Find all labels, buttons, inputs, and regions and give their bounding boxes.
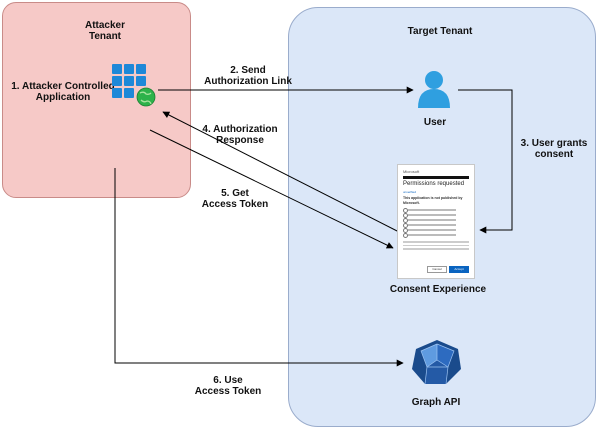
user-icon bbox=[418, 71, 450, 108]
user-label: User bbox=[423, 117, 447, 128]
step-5-label: 5. Get Access Token bbox=[201, 188, 269, 210]
consent-label: Consent Experience bbox=[389, 284, 487, 295]
step-4-label: 4. Authorization Response bbox=[202, 124, 278, 146]
consent-dialog: Microsoft Permissions requested unverifi… bbox=[397, 164, 475, 279]
arrow-step-5 bbox=[149, 129, 394, 249]
target-tenant-label: Target Tenant bbox=[407, 26, 473, 37]
consent-account: unverified bbox=[403, 190, 417, 194]
permission-line bbox=[403, 223, 456, 228]
consent-paragraph-line bbox=[403, 241, 469, 243]
step-3-label: 3. User grants consent bbox=[520, 138, 588, 160]
permission-line bbox=[403, 218, 456, 223]
globe-icon bbox=[136, 87, 156, 107]
app-label: 1. Attacker Controlled Application bbox=[11, 81, 115, 103]
graph-api-label: Graph API bbox=[411, 397, 461, 408]
consent-title: Permissions requested bbox=[403, 181, 465, 187]
consent-brand: Microsoft bbox=[403, 169, 420, 174]
permission-line bbox=[403, 233, 456, 238]
step-6-label: 6. Use Access Token bbox=[194, 375, 262, 397]
application-grid-icon bbox=[112, 64, 146, 98]
graph-api-icon bbox=[412, 340, 461, 385]
cancel-button[interactable]: Cancel bbox=[427, 266, 447, 273]
permission-line bbox=[403, 208, 456, 213]
attacker-tenant-box bbox=[2, 2, 191, 198]
consent-paragraph-line bbox=[403, 244, 469, 246]
consent-warning: This application is not published by Mic… bbox=[403, 196, 463, 205]
permission-line bbox=[403, 228, 456, 233]
arrow-step-3 bbox=[458, 89, 513, 234]
step-2-label: 2. Send Authorization Link bbox=[204, 65, 292, 87]
arrow-step-4 bbox=[162, 111, 404, 235]
accept-button[interactable]: Accept bbox=[449, 266, 469, 273]
consent-paragraph-line bbox=[403, 248, 469, 250]
consent-buttons: Cancel Accept bbox=[427, 266, 469, 273]
permission-line bbox=[403, 213, 456, 218]
attacker-tenant-label: Attacker Tenant bbox=[84, 20, 126, 42]
arrow-step-6 bbox=[114, 168, 404, 367]
consent-redaction-bar bbox=[403, 176, 469, 179]
